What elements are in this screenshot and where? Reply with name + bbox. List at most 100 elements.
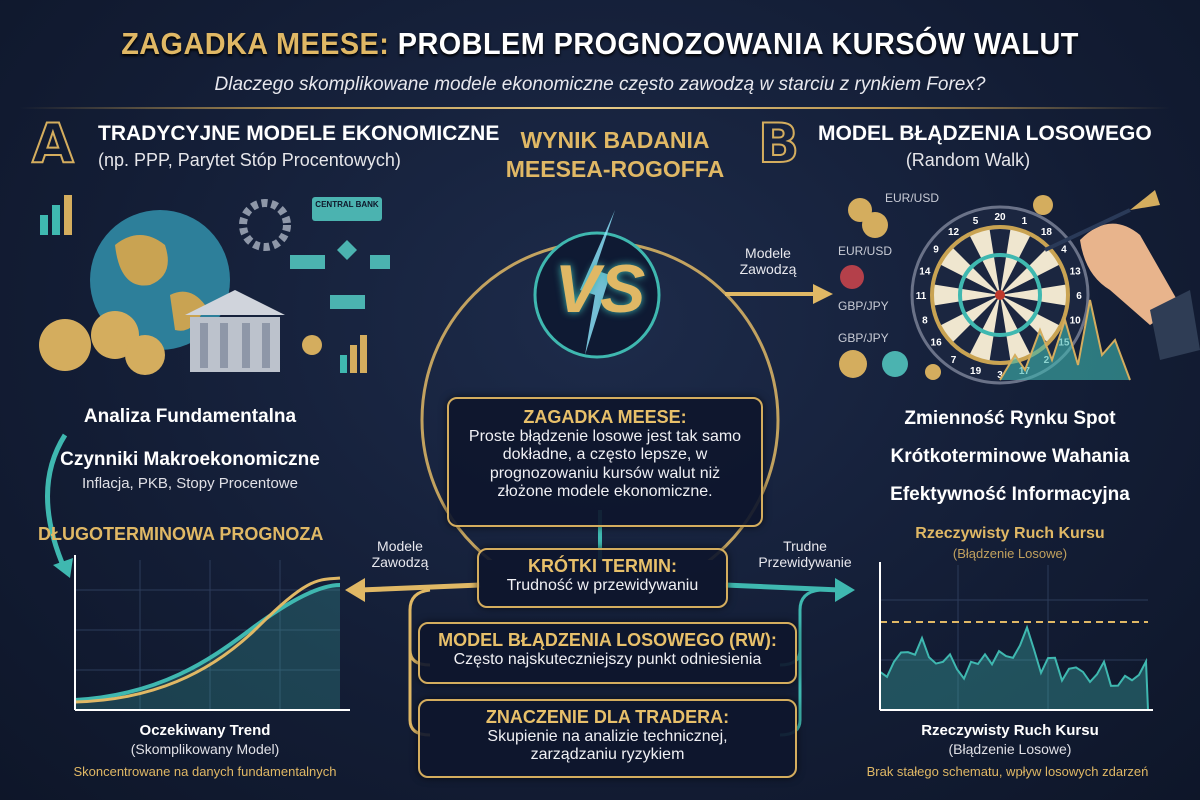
economic-models-illustration: CENTRAL BANK	[39, 195, 390, 375]
label-short-term: Krótkoterminowe Wahania	[890, 446, 1130, 467]
top-arrow-label: Modele Zawodzą	[739, 245, 797, 278]
volatile-chart-icon	[999, 299, 1131, 381]
dartboard-number: 5	[973, 216, 979, 227]
section-b-heading: MODEL BŁĄDZENIA LOSOWEGO	[818, 122, 1152, 145]
dartboard-segment	[1000, 265, 1066, 295]
box4-title: ZNACZENIE DLA TRADERA:	[485, 707, 730, 727]
lightning-icon	[580, 210, 615, 355]
dartboard-number: 14	[919, 267, 931, 278]
curved-arrow-teal-icon	[45, 433, 73, 578]
uk-flag-icon	[840, 265, 864, 289]
label-macro-factors-sub: Inflacja, PKB, Stopy Procentowe	[82, 475, 298, 492]
gear-icon	[239, 199, 291, 251]
label-fundamental-analysis: Analiza Fundamentalna	[83, 406, 297, 427]
dartboard-segment	[1000, 236, 1047, 295]
dartboard-number: 12	[948, 227, 960, 238]
dartboard-segment	[1000, 295, 1047, 354]
box3-title: MODEL BŁĄDZENIA LOSOWEGO (RW):	[438, 630, 777, 650]
dartboard-number: 11	[916, 291, 927, 302]
coin-icon	[302, 335, 322, 355]
section-a-subheading: (np. PPP, Parytet Stóp Procentowych)	[98, 150, 401, 170]
dartboard-number: 10	[1070, 315, 1082, 326]
page-subtitle: Dlaczego skomplikowane modele ekonomiczn…	[214, 74, 986, 95]
actual-movement-subtitle: (Błądzenie Losowe)	[952, 546, 1068, 561]
svg-text:EUR/USD: EUR/USD	[885, 191, 939, 205]
header-divider	[20, 107, 1170, 109]
dartboard-number: 4	[1061, 245, 1067, 256]
dartboard-segment	[934, 295, 1000, 325]
dartboard-number: 1	[1022, 216, 1028, 227]
flowchart-icon	[290, 240, 390, 309]
dartboard-number: 13	[1070, 267, 1082, 278]
dartboard-segment	[953, 295, 1000, 354]
dartboard-number: 7	[951, 355, 957, 366]
svg-text:EUR/USD: EUR/USD	[838, 244, 892, 258]
label-info-efficiency: Efektywność Informacyjna	[890, 484, 1130, 505]
random-walk-model-box: MODEL BŁĄDZENIA LOSOWEGO (RW): Często na…	[418, 622, 797, 684]
meese-puzzle-box: ZAGADKA MEESE: Proste błądzenie losowe j…	[447, 397, 763, 527]
actual-trend-line	[74, 576, 341, 704]
center-heading-line1: WYNIK BADANIA	[520, 127, 710, 153]
section-b-letter: B	[757, 111, 800, 176]
dartboard-number: 18	[1041, 227, 1053, 238]
vs-ring	[420, 210, 780, 560]
arrow-right-gold-icon	[725, 284, 833, 304]
right-caption-1: Rzeczywisty Ruch Kursu	[921, 722, 1099, 739]
section-b-subheading: (Random Walk)	[905, 150, 1031, 170]
right-caption-2: (Błądzenie Losowe)	[948, 741, 1072, 757]
central-bank-box	[312, 197, 382, 221]
coin-icons	[839, 195, 1053, 380]
center-heading-line2: MEESEA-ROGOFFA	[505, 155, 725, 182]
label-spot-volatility: Zmienność Rynku Spot	[904, 408, 1116, 429]
arrow-right-label: Trudne Przewidywanie	[758, 538, 852, 571]
trader-meaning-box: ZNACZENIE DLA TRADERA: Skupienie na anal…	[418, 699, 797, 778]
arrow-left-gold-icon	[345, 578, 365, 602]
central-bank-label: CENTRAL BANK	[315, 200, 379, 209]
box1-title: ZAGADKA MEESE:	[523, 407, 687, 427]
page-title: ZAGADKA MEESE: PROBLEM PROGNOZOWANIA KUR…	[42, 26, 1158, 62]
title-rest: PROBLEM PROGNOZOWANIA KURSÓW WALUT	[389, 26, 1079, 61]
left-caption-2: (Skomplikowany Model)	[130, 741, 280, 757]
dartboard-number: 9	[933, 245, 939, 256]
random-walk-line	[879, 624, 1149, 711]
expected-trend-chart	[74, 555, 350, 711]
right-caption-3: Brak stałego schematu, wpływ losowych zd…	[866, 764, 1149, 779]
dartboard-number: 16	[931, 337, 943, 348]
dartboard-segment	[934, 265, 1000, 295]
section-a-heading: TRADYCYJNE MODELE EKONOMICZNE	[98, 122, 500, 145]
box3-text: Często najskuteczniejszy punkt odniesien…	[453, 651, 762, 668]
left-caption-3: Skoncentrowane na danych fundamentalnych	[73, 764, 337, 779]
box4-text: Skupienie na analizie technicznej, zarzą…	[487, 728, 728, 764]
bar-chart-icon	[40, 195, 72, 235]
box2-text: Trudność w przewidywaniu	[506, 577, 699, 594]
short-term-box: KRÓTKI TERMIN: Trudność w przewidywaniu	[477, 548, 728, 608]
actual-movement-title: Rzeczywisty Ruch Kursu	[915, 525, 1105, 542]
svg-text:GBP/JPY: GBP/JPY	[838, 331, 889, 345]
money-bags-icon	[39, 311, 165, 375]
dartboard-number: 19	[970, 366, 982, 377]
box1-text: Proste błądzenie losowe jest tak samo do…	[468, 428, 742, 501]
dartboard-number: 6	[1076, 291, 1082, 302]
bank-building-icon	[185, 290, 285, 372]
dartboard-number: 20	[994, 212, 1006, 223]
growth-chart-icon	[340, 335, 367, 373]
arrow-left-label: Modele Zawodzą	[371, 538, 429, 571]
dartboard-number: 3	[997, 370, 1003, 381]
label-macro-factors: Czynniki Makroekonomiczne	[60, 449, 320, 470]
long-term-forecast-title: DŁUGOTERMINOWA PROGNOZA	[38, 524, 324, 544]
dartboard-segment	[989, 295, 1011, 361]
section-a-letter: A	[31, 111, 75, 176]
dartboard-number: 8	[922, 315, 928, 326]
vs-label: VS	[554, 251, 646, 327]
left-caption-1: Oczekiwany Trend	[139, 722, 271, 739]
svg-text:GBP/JPY: GBP/JPY	[838, 299, 889, 313]
hand-with-dart-icon	[1044, 190, 1200, 360]
box2-title: KRÓTKI TERMIN:	[528, 556, 677, 576]
dartboard-segment	[953, 236, 1000, 295]
title-highlight: ZAGADKA MEESE:	[121, 26, 390, 61]
arrow-right-teal-icon	[835, 578, 855, 602]
random-walk-chart	[879, 562, 1153, 711]
dartboard-segment	[989, 229, 1011, 295]
model-trend-line	[74, 583, 341, 702]
